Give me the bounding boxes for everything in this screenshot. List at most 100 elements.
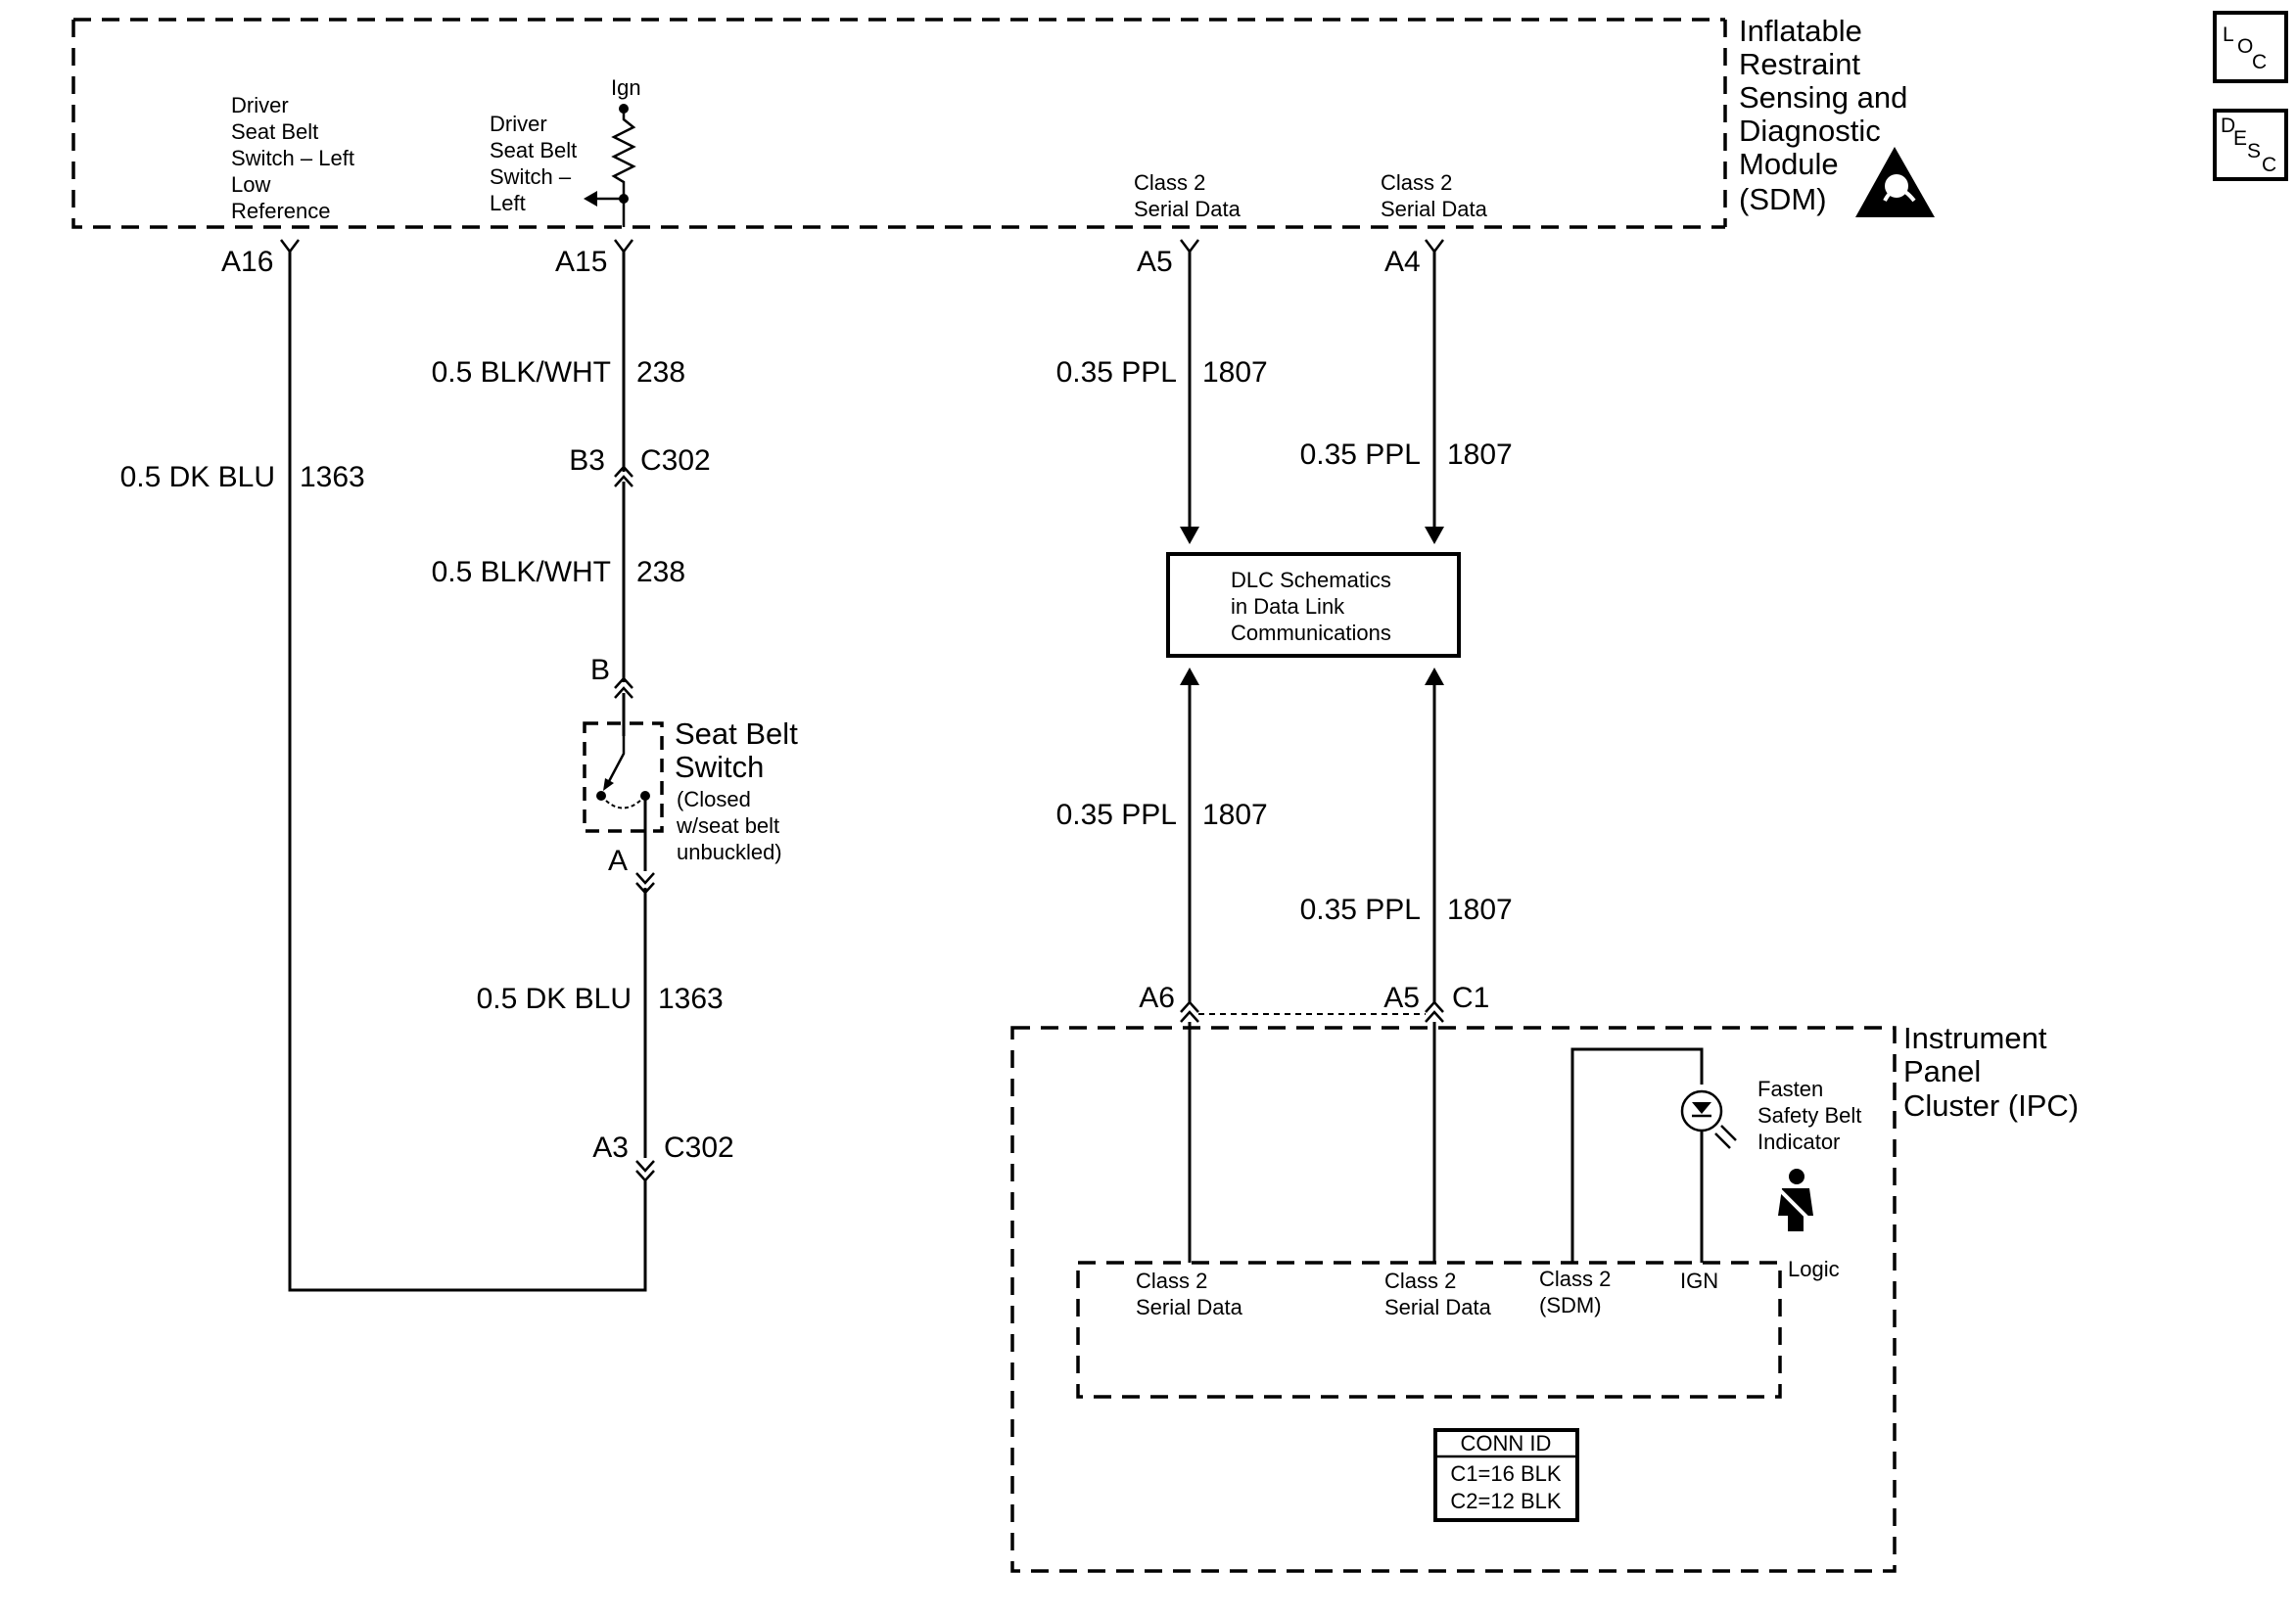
indicator-label-2: Safety Belt [1757, 1103, 1861, 1128]
connector-c1: A6 A5 C1 [1139, 982, 1489, 1023]
logic-ign: IGN [1680, 1269, 1718, 1293]
wire-1363-circuit: 1363 [300, 461, 365, 493]
logic-sd2-line-1: Class 2 [1384, 1269, 1456, 1293]
sdm-title-line-6: (SDM) [1739, 182, 1827, 216]
switch-note-1: (Closed [677, 787, 751, 811]
pin-a16-description: Driver Seat Belt Switch – Left Low Refer… [231, 93, 354, 223]
logic-sd1-line-2: Serial Data [1136, 1295, 1243, 1319]
ipc-title-1: Instrument [1903, 1021, 2047, 1055]
sdm-title-line-1: Inflatable [1739, 14, 1862, 48]
wire-ppl-a5-ipc-circuit: 1807 [1447, 894, 1513, 926]
pin-a15-desc-2: Seat Belt [490, 138, 577, 162]
sdm-title-line-3: Sensing and [1739, 80, 1907, 115]
circuit-1363-lower: 0.5 DK BLU 1363 A3 C302 [477, 888, 734, 1182]
pin-a4-description: Class 2 Serial Data [1381, 170, 1488, 221]
loc-button[interactable]: L O C [2213, 11, 2288, 83]
airbag-warning-icon [1855, 147, 1935, 217]
conn-id-title: CONN ID [1461, 1431, 1552, 1455]
wire-ppl-a4-circuit: 1807 [1447, 439, 1513, 471]
seat-belt-switch: Seat Belt Switch (Closed w/seat belt unb… [583, 693, 798, 895]
dlc-reference-box[interactable]: DLC Schematics in Data Link Communicatio… [1166, 552, 1461, 658]
indicator-label-1: Fasten [1757, 1077, 1823, 1101]
ipc-title-2: Panel [1903, 1054, 1981, 1088]
wire-1363-lower-gauge: 0.5 DK BLU [477, 983, 632, 1015]
connector-b3-label: B3 [569, 444, 605, 477]
desc-letter-s: S [2247, 140, 2261, 162]
connector-c302-upper: B3 C302 [569, 444, 711, 487]
circuit-238: 0.5 BLK/WHT 238 B3 C302 0.5 BLK/WHT 238 … [432, 239, 711, 699]
ign-label: Ign [611, 75, 641, 100]
wire-238-lower-gauge: 0.5 BLK/WHT [432, 556, 611, 588]
connector-a3-label: A3 [592, 1132, 629, 1164]
pin-a16-desc-4: Low [231, 172, 270, 197]
logic-sdm-line-1: Class 2 [1539, 1267, 1611, 1291]
pin-a15-desc-3: Switch – [490, 164, 572, 189]
connector-a6-label: A6 [1139, 982, 1175, 1014]
wire-238-upper-gauge: 0.5 BLK/WHT [432, 356, 611, 389]
loc-letter-o: O [2237, 35, 2253, 58]
ipc-module: Instrument Panel Cluster (IPC) Fasten Sa… [1010, 1021, 2079, 1573]
sdm-title-line-4: Diagnostic [1739, 114, 1881, 148]
logic-label: Logic [1788, 1257, 1840, 1281]
wire-1363-gauge: 0.5 DK BLU [120, 461, 275, 493]
wire-ppl-a6-circuit: 1807 [1202, 799, 1268, 831]
circuit-1807-a4: 0.35 PPL 1807 [1300, 239, 1513, 544]
sdm-title-line-2: Restraint [1739, 47, 1860, 81]
connector-c1-label: C1 [1452, 982, 1489, 1014]
circuit-1807-a6: 0.35 PPL 1807 [1056, 668, 1268, 1002]
dlc-line-3: Communications [1231, 621, 1391, 645]
wire-1363-lower-circuit: 1363 [658, 983, 724, 1015]
wire-ppl-a4-gauge: 0.35 PPL [1300, 439, 1421, 471]
seatbelt-person-icon [1778, 1169, 1813, 1231]
pin-a4-desc-2: Serial Data [1381, 197, 1488, 221]
circuit-1807-a5: 0.35 PPL 1807 [1056, 239, 1268, 544]
pin-a15-description: Driver Seat Belt Switch – Left [490, 112, 577, 215]
switch-title-2: Switch [675, 750, 764, 784]
wire-ppl-a5-gauge: 0.35 PPL [1056, 356, 1177, 389]
conn-id-table: CONN ID C1=16 BLK C2=12 BLK [1433, 1428, 1579, 1522]
connector-a-label: A [608, 845, 628, 877]
circuit-1807-a5-ipc: 0.35 PPL 1807 [1300, 668, 1513, 1002]
loc-letter-l: L [2223, 23, 2234, 46]
wire-238-lower-circuit: 238 [636, 556, 685, 588]
switch-contact-icon [596, 736, 650, 809]
pin-a5-label: A5 [1137, 246, 1173, 278]
sdm-title: Inflatable Restraint Sensing and Diagnos… [1739, 14, 1907, 216]
pin-a15-desc-1: Driver [490, 112, 547, 136]
loc-icon[interactable] [2213, 11, 2288, 83]
desc-letter-e: E [2233, 127, 2247, 150]
pullup-resistor-icon [584, 104, 636, 227]
connector-a5-ipc-label: A5 [1383, 982, 1420, 1014]
dlc-line-2: in Data Link [1231, 594, 1345, 619]
pin-a4-desc-1: Class 2 [1381, 170, 1452, 195]
connector-b-label: B [590, 654, 610, 686]
pin-a5-desc-1: Class 2 [1134, 170, 1205, 195]
sdm-module: Inflatable Restraint Sensing and Diagnos… [71, 14, 1935, 278]
dlc-line-1: DLC Schematics [1231, 568, 1391, 592]
ipc-title-3: Cluster (IPC) [1903, 1088, 2079, 1123]
loc-letter-c: C [2252, 51, 2267, 73]
wire-238-upper-circuit: 238 [636, 356, 685, 389]
indicator-label-3: Indicator [1757, 1130, 1840, 1154]
pin-a16-desc-1: Driver [231, 93, 289, 117]
pin-a5-desc-2: Serial Data [1134, 197, 1242, 221]
pin-a4-label: A4 [1384, 246, 1421, 278]
switch-title-1: Seat Belt [675, 716, 798, 751]
wire-ppl-a6-gauge: 0.35 PPL [1056, 799, 1177, 831]
pin-a15-desc-4: Left [490, 191, 526, 215]
pin-a16-desc-5: Reference [231, 199, 331, 223]
seat-belt-bulb-icon [1680, 1089, 1737, 1149]
conn-id-c1: C1=16 BLK [1450, 1461, 1561, 1486]
logic-sdm-line-2: (SDM) [1539, 1293, 1602, 1317]
connector-c302-lower-label: C302 [664, 1132, 734, 1164]
switch-note-3: unbuckled) [677, 840, 782, 864]
connector-c302-upper-label: C302 [640, 444, 711, 477]
sdm-title-line-5: Module [1739, 147, 1839, 181]
desc-icon[interactable] [2213, 109, 2288, 181]
circuit-1363-left: 0.5 DK BLU 1363 [120, 239, 647, 1292]
desc-letter-d: D [2221, 115, 2235, 137]
pin-a15-label: A15 [555, 246, 607, 278]
desc-letter-c: C [2262, 154, 2276, 176]
desc-button[interactable]: D E S C [2213, 109, 2288, 181]
